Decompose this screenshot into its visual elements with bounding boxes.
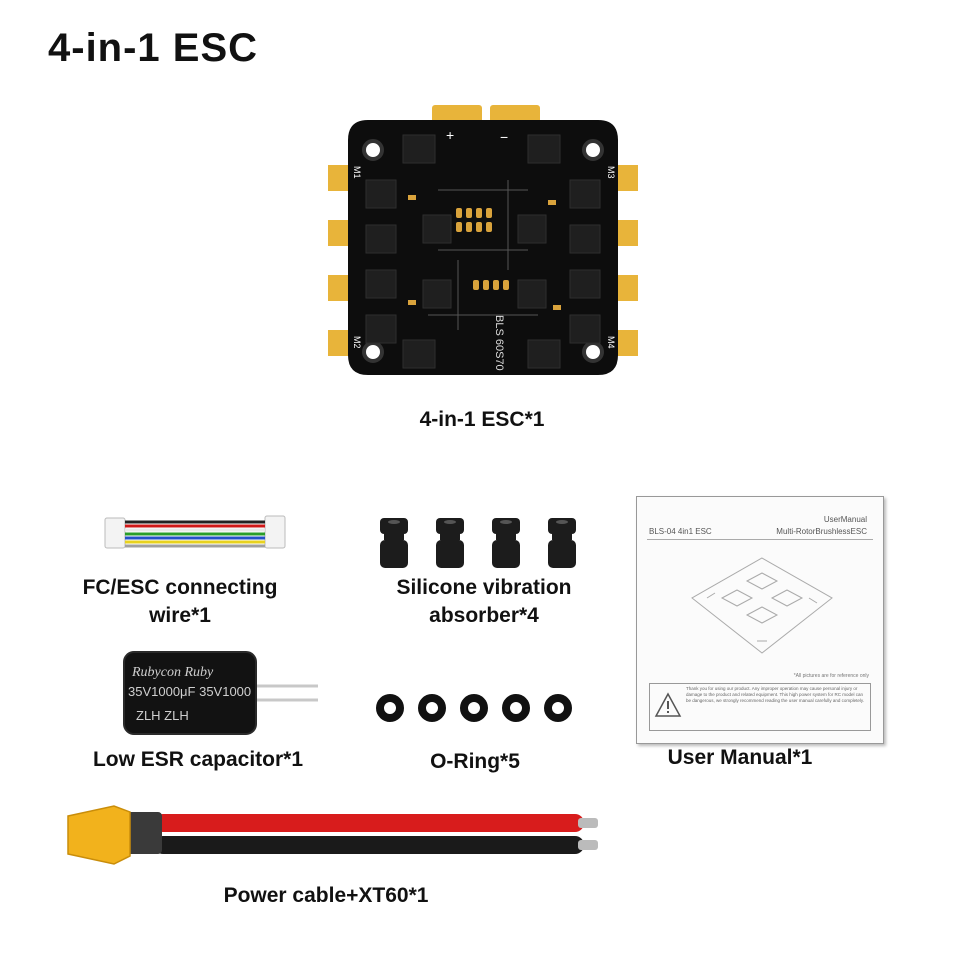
wire-caption: FC/ESC connecting wire*1 — [62, 574, 298, 630]
capacitor-caption: Low ESR capacitor*1 — [92, 748, 304, 771]
absorber-caption-line1: Silicone vibration — [396, 576, 572, 599]
board-silkscreen: BLS 60S70 — [493, 315, 505, 371]
capacitor-value: 35V1000μF 35V1000 — [128, 684, 251, 699]
o-rings-image — [376, 694, 572, 722]
manual-header-right1: UserManual — [823, 515, 867, 524]
manual-board-drawing — [691, 557, 833, 654]
plus-label: + — [446, 127, 454, 143]
wire-caption-line1: FC/ESC connecting — [82, 576, 278, 599]
capacitor-brand: Rubycon Ruby — [131, 665, 214, 680]
esc-board-image: + − M1 M2 M3 M4 BLS 60S70 — [328, 105, 638, 375]
manual-header-left: BLS-04 4in1 ESC — [649, 527, 712, 536]
absorber-caption-line2: absorber*4 — [429, 604, 539, 627]
manual-note: *All pictures are for reference only — [793, 673, 869, 679]
manual-warning-box: Thank you for using our product. Any imp… — [649, 683, 871, 731]
capacitor-image: Rubycon Ruby 35V1000μF 35V1000 ZLH ZLH — [123, 651, 318, 735]
vibration-absorbers-image — [380, 518, 576, 568]
fc-esc-wire-image — [104, 515, 286, 549]
manual-warning-text: Thank you for using our product. Any imp… — [686, 686, 864, 703]
manual-header-right2: Multi-RotorBrushlessESC — [776, 527, 867, 536]
m2-label: M2 — [352, 336, 362, 349]
minus-label: − — [500, 129, 508, 145]
power-cable-caption: Power cable+XT60*1 — [223, 884, 429, 907]
oring-caption: O-Ring*5 — [430, 750, 520, 773]
m3-label: M3 — [606, 166, 616, 179]
esc-caption: 4-in-1 ESC*1 — [419, 408, 545, 431]
power-cable-image — [67, 805, 598, 865]
wire-caption-line2: wire*1 — [149, 604, 211, 627]
absorber-caption: Silicone vibration absorber*4 — [370, 574, 598, 630]
warning-icon — [654, 692, 682, 717]
manual-header-rule — [647, 539, 873, 540]
m4-label: M4 — [606, 336, 616, 349]
manual-caption: User Manual*1 — [667, 746, 813, 769]
user-manual-image: UserManual BLS-04 4in1 ESC Multi-RotorBr… — [636, 496, 884, 744]
capacitor-series: ZLH ZLH — [136, 708, 189, 723]
page-title: 4-in-1 ESC — [48, 26, 259, 70]
m1-label: M1 — [352, 166, 362, 179]
